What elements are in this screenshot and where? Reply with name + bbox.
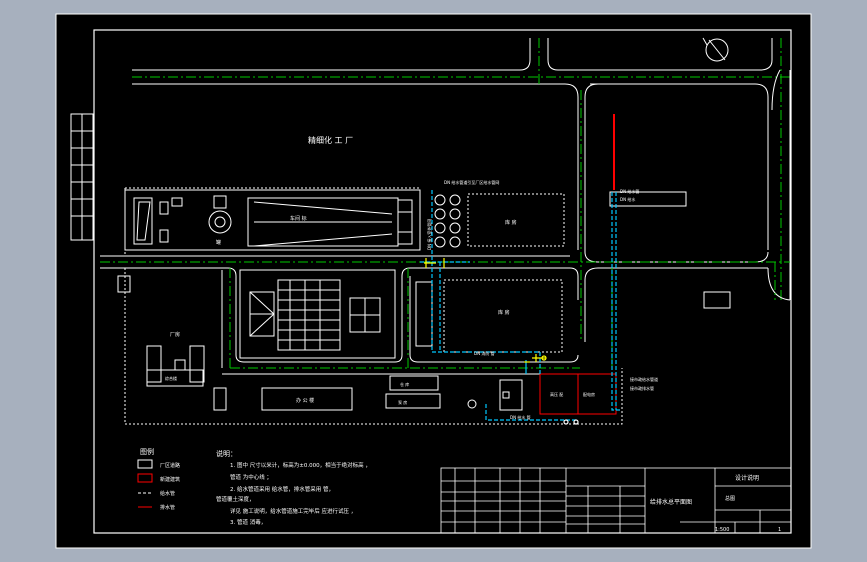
legend: 图例 厂区道路 新建建筑 给水管 排水管 <box>137 447 180 511</box>
label-warehouse: 仓 库 <box>400 381 409 387</box>
annotation-pipe-4: DN 消防 管 <box>474 350 495 356</box>
building-bottom <box>261 375 523 411</box>
building-center <box>239 269 396 359</box>
legend-title: 图例 <box>140 447 154 456</box>
label-office: 办 公 楼 <box>296 397 314 404</box>
legend-swatch-new <box>137 473 153 483</box>
water-pipes <box>420 114 620 421</box>
title-block-drawing-no: 总图 <box>725 495 735 502</box>
annotation-pipe-8: DN 接入室外管网 <box>426 219 432 250</box>
legend-item-supply: 给水管 <box>160 490 175 497</box>
annotation-pipe-6: 接市政给水管道 <box>630 376 658 382</box>
title-block-scale: 1:500 <box>715 527 729 533</box>
title-block-project: 设计说明 <box>735 474 759 482</box>
annotation-pipe-7: 接市政排水管 <box>630 385 654 391</box>
label-left-building: 厂房 <box>170 331 180 338</box>
legend-swatch-road <box>137 459 153 469</box>
label-pumphouse: 泵 房 <box>398 399 407 405</box>
legend-item-new: 新建建筑 <box>160 476 180 483</box>
notes: 说明： 1. 图中 尺寸以米计，标高为±0.000，相当于绝对标高 ， 管道 为… <box>216 449 371 526</box>
notes-line-1: 1. 图中 尺寸以米计，标高为±0.000，相当于绝对标高 ， <box>230 461 371 469</box>
legend-item-road: 厂区道路 <box>160 462 180 469</box>
label-workshop: 车间 标 <box>290 215 307 222</box>
building-workshop <box>124 189 421 251</box>
north-arrow-icon <box>702 37 729 62</box>
notes-line-6: 3. 管道 消毒， <box>230 518 266 526</box>
notes-line-5: 详见 施工说明，给水管道施工完毕后 应进行试压 ， <box>230 507 356 515</box>
label-hv: 高压 配 <box>550 391 563 397</box>
tank-farm <box>434 194 461 248</box>
building-plant <box>443 279 563 353</box>
title-block <box>440 467 792 534</box>
title-block-drawing-title: 给排水总平面图 <box>650 498 692 506</box>
annotation-pipe-3: DN 给水 <box>620 196 635 202</box>
notes-line-3: 2. 给水管道采用 给水管，排水管采用 管， <box>230 485 334 493</box>
annotation-pipe-5: DN 给水 管 <box>510 414 531 420</box>
building-right-label-box <box>609 191 687 207</box>
annotation-pipe-2: DN 给水管 <box>620 188 639 194</box>
building-right-small <box>703 291 731 309</box>
label-plant: 库 房 <box>498 309 510 316</box>
building-storage <box>467 193 565 247</box>
legend-item-drain: 排水管 <box>160 504 175 511</box>
label-tank: 罐 <box>216 239 221 246</box>
label-storage: 库 房 <box>505 219 517 226</box>
label-left-building-sub: 综合楼 <box>165 375 177 381</box>
label-distribution: 配电房 <box>583 391 595 397</box>
notes-line-2: 管道 为中心线 ； <box>230 473 272 481</box>
plant-name: 精细化 工 厂 <box>308 135 353 145</box>
drawing-sheet <box>55 13 812 549</box>
notes-title: 说明： <box>216 449 237 458</box>
building-left <box>117 275 227 411</box>
annotation-pipe-1: DN 给水管道引至厂区给水管网 <box>444 179 499 185</box>
valves <box>424 258 579 425</box>
notes-line-4: 管道覆土深度， <box>216 495 255 503</box>
title-block-sheet: 1 <box>778 527 781 533</box>
binding-strip <box>70 113 94 241</box>
